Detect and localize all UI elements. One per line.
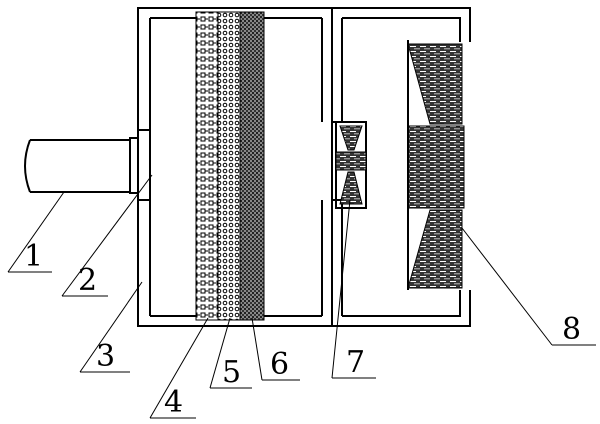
label-1: 1 <box>24 239 43 274</box>
label-4: 4 <box>164 385 183 420</box>
fine-filter-layer <box>239 11 265 321</box>
label-7: 7 <box>346 345 365 380</box>
large-fan <box>407 40 465 290</box>
label-8: 8 <box>562 312 581 347</box>
fan-chamber <box>332 7 471 327</box>
label-6: 6 <box>270 347 289 382</box>
label-5: 5 <box>222 355 241 390</box>
leader-lines <box>7 174 596 419</box>
connector-flange <box>129 129 151 201</box>
small-fan <box>335 121 367 209</box>
coarse-filter-layer <box>195 11 219 321</box>
label-3: 3 <box>96 339 115 374</box>
inlet-pipe <box>24 139 130 193</box>
label-2: 2 <box>78 263 97 298</box>
medium-filter-layer <box>217 11 241 321</box>
